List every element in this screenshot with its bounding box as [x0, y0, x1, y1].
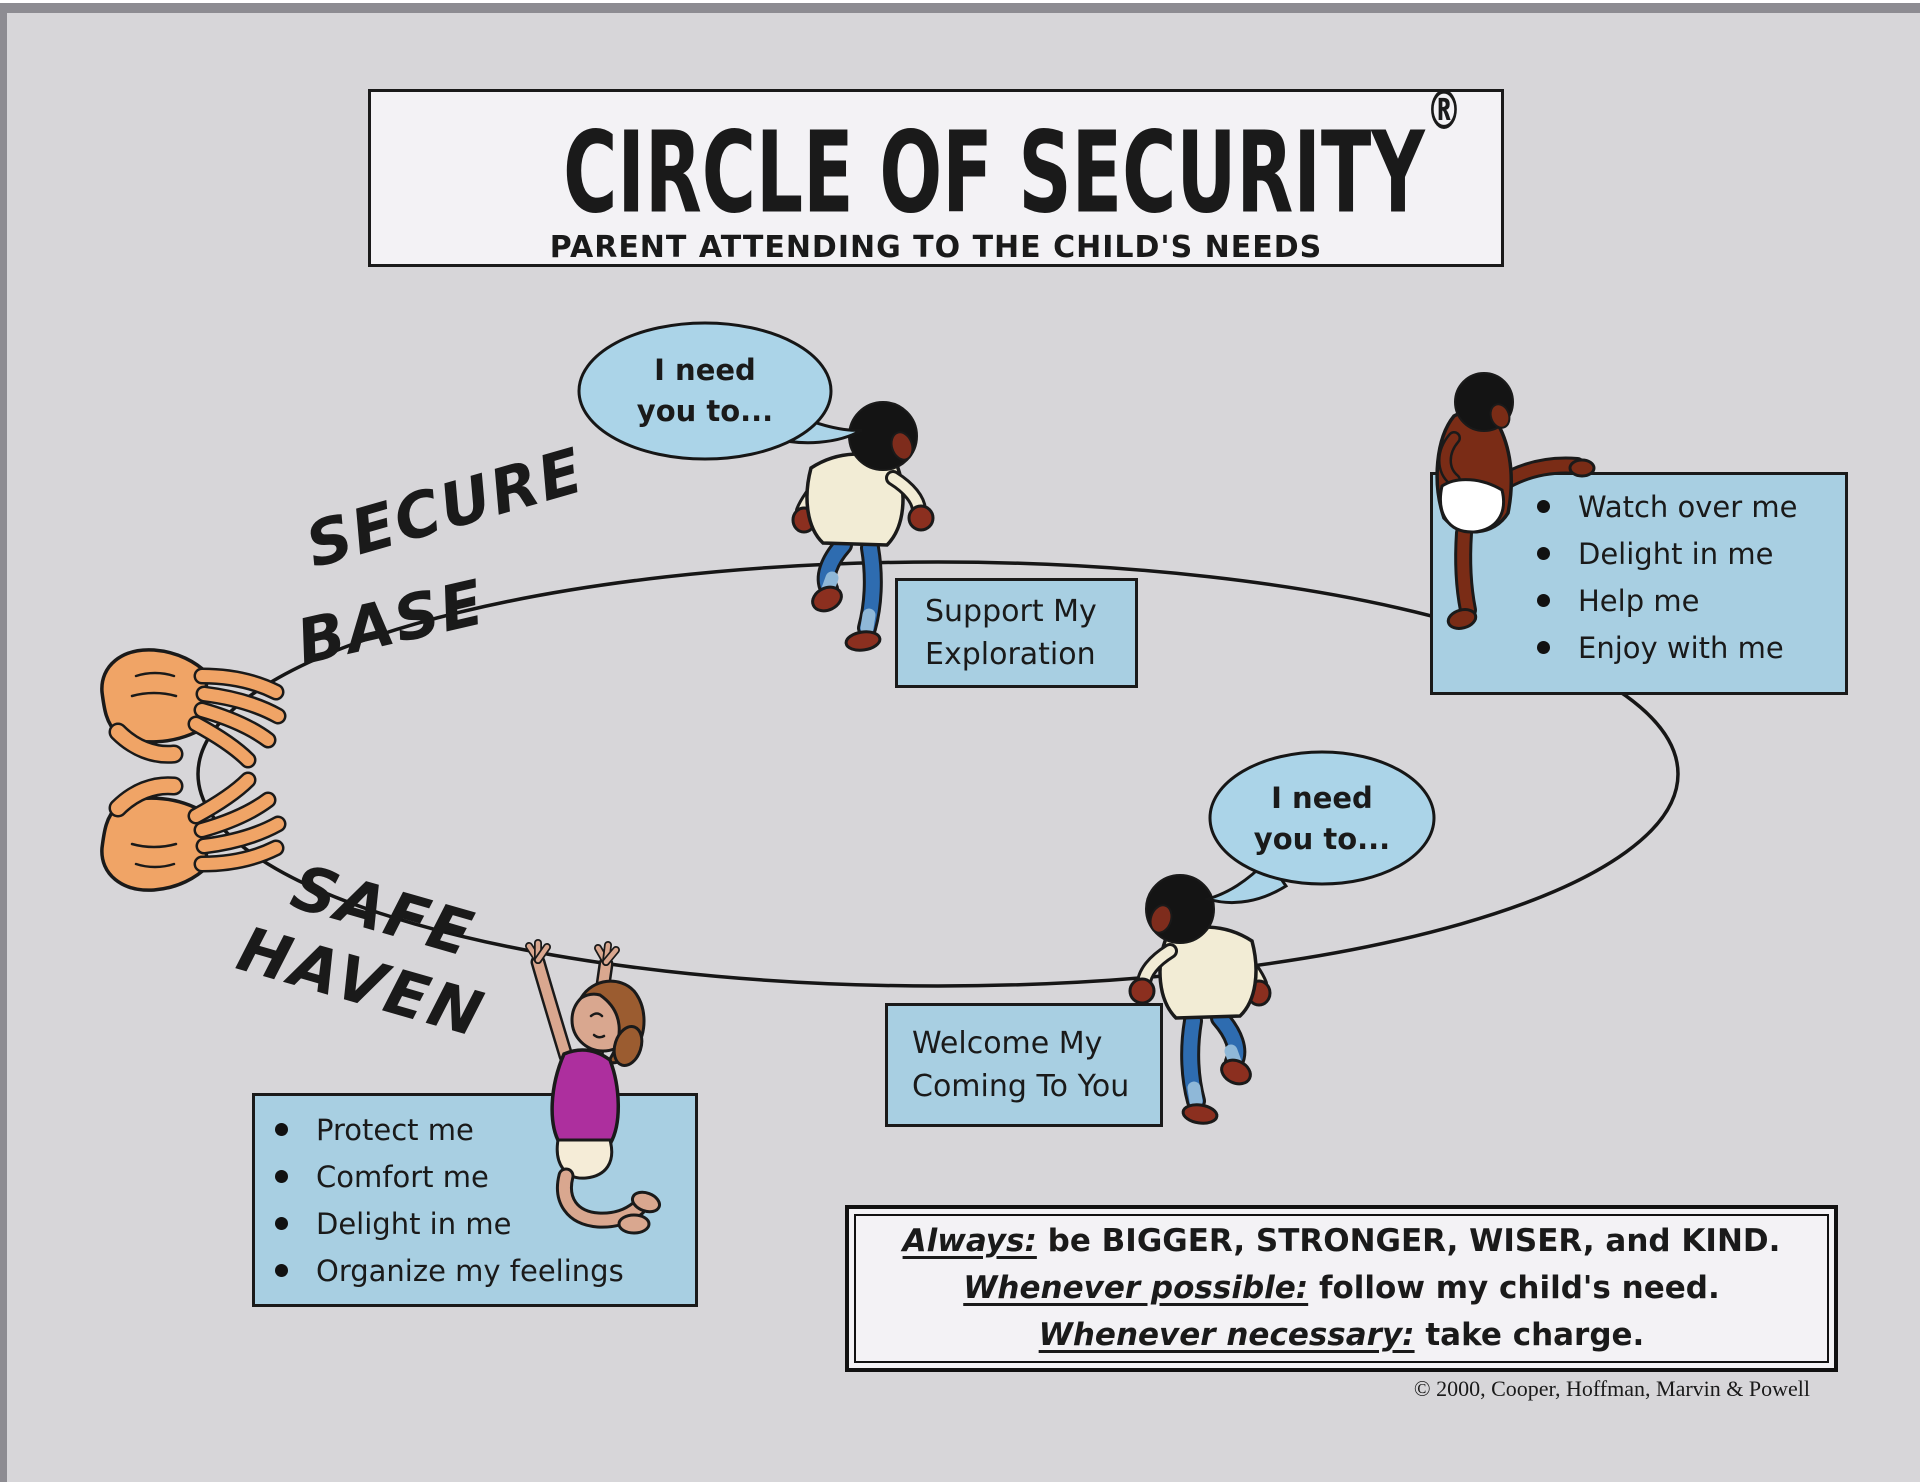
- rule-possible-rest: follow my child's need.: [1308, 1270, 1720, 1306]
- bullet-dot: [1537, 641, 1550, 654]
- rule-always-lead: Always:: [902, 1223, 1037, 1259]
- need-item: Delight in me: [275, 1200, 695, 1247]
- page-subtitle: PARENT ATTENDING TO THE CHILD'S NEEDS: [549, 230, 1323, 266]
- parent-hand-bottom: [102, 780, 278, 890]
- need-item: Protect me: [275, 1106, 695, 1153]
- haven-needs-list: Protect me Comfort me Delight in me Orga…: [275, 1106, 695, 1294]
- bullet-dot: [1537, 500, 1550, 513]
- bullet-dot: [275, 1217, 288, 1230]
- returning-bubble-text: I need you to...: [1202, 778, 1442, 860]
- copyright-notice: © 2000, Cooper, Hoffman, Marvin & Powell: [1413, 1376, 1810, 1401]
- exploration-needs-box: Watch over me Delight in me Help me Enjo…: [1430, 472, 1848, 695]
- bubble-line: you to...: [636, 394, 774, 428]
- need-item: Delight in me: [1537, 530, 1845, 577]
- page-title: CIRCLE OF SECURITY®: [563, 79, 1462, 232]
- bubble-line: I need: [1271, 781, 1373, 815]
- bullet-dot: [1537, 594, 1550, 607]
- need-item: Comfort me: [275, 1153, 695, 1200]
- title-panel: CIRCLE OF SECURITY® PARENT ATTENDING TO …: [368, 79, 1504, 267]
- need-item-label: Enjoy with me: [1578, 630, 1784, 665]
- support-box-line2: Exploration: [925, 637, 1096, 672]
- bullet-dot: [1537, 547, 1550, 560]
- exploring-bubble-text: I need you to...: [585, 350, 825, 432]
- rule-whenever-necessary: Whenever necessary: take charge.: [856, 1312, 1827, 1359]
- always-rules-inner: Always: be BIGGER, STRONGER, WISER, and …: [854, 1214, 1829, 1363]
- rule-necessary-lead: Whenever necessary:: [1038, 1317, 1415, 1353]
- need-item: Watch over me: [1537, 483, 1845, 530]
- haven-needs-box: Protect me Comfort me Delight in me Orga…: [252, 1093, 698, 1307]
- secure-base-label-line1: SECURE: [298, 433, 593, 583]
- need-item: Enjoy with me: [1537, 624, 1845, 671]
- title-text: CIRCLE OF SECURITY: [563, 108, 1425, 239]
- rule-always-rest: be BIGGER, STRONGER, WISER, and KIND.: [1036, 1223, 1781, 1259]
- welcome-coming-box: Welcome My Coming To You: [885, 1003, 1163, 1127]
- need-item-label: Protect me: [316, 1112, 474, 1147]
- welcome-box-line1: Welcome My: [912, 1026, 1103, 1061]
- need-item-label: Delight in me: [1578, 536, 1774, 571]
- registered-trademark-icon: ®: [1426, 79, 1462, 142]
- parent-hand-top: [102, 650, 278, 760]
- page-frame-left: [0, 3, 7, 1482]
- need-item-label: Organize my feelings: [316, 1253, 624, 1288]
- page-frame-top: [0, 3, 1920, 13]
- need-item-label: Watch over me: [1578, 489, 1798, 524]
- need-item-label: Comfort me: [316, 1159, 489, 1194]
- always-rules-box: Always: be BIGGER, STRONGER, WISER, and …: [845, 1205, 1838, 1372]
- bubble-line: I need: [654, 353, 756, 387]
- support-box-line1: Support My: [925, 594, 1097, 629]
- secure-base-label-line2: BASE: [290, 565, 492, 680]
- bullet-dot: [275, 1264, 288, 1277]
- need-item: Help me: [1537, 577, 1845, 624]
- support-exploration-box: Support My Exploration: [895, 578, 1138, 688]
- rule-possible-lead: Whenever possible:: [963, 1270, 1309, 1306]
- need-item: Organize my feelings: [275, 1247, 695, 1294]
- welcome-box-line2: Coming To You: [912, 1069, 1130, 1104]
- rule-always: Always: be BIGGER, STRONGER, WISER, and …: [856, 1218, 1827, 1265]
- page-edge-highlight: [0, 0, 1920, 3]
- rule-whenever-possible: Whenever possible: follow my child's nee…: [856, 1265, 1827, 1312]
- bubble-line: you to...: [1253, 822, 1391, 856]
- rule-necessary-rest: take charge.: [1414, 1317, 1645, 1353]
- bullet-dot: [275, 1123, 288, 1136]
- exploration-needs-list: Watch over me Delight in me Help me Enjo…: [1537, 483, 1845, 671]
- need-item-label: Delight in me: [316, 1206, 512, 1241]
- bullet-dot: [275, 1170, 288, 1183]
- need-item-label: Help me: [1578, 583, 1700, 618]
